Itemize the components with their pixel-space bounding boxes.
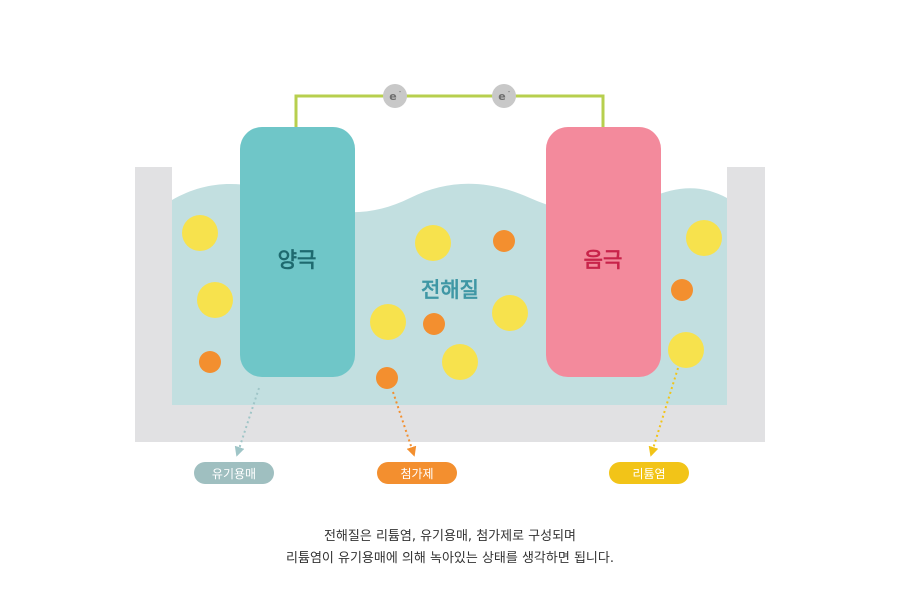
anode-label: 양극 <box>278 248 317 272</box>
additive-pointer-arrow <box>392 391 417 457</box>
container <box>135 167 765 442</box>
electron-label: e <box>389 90 396 103</box>
legend-additive-badge: 첨가제 <box>377 462 457 484</box>
diagram-caption: 전해질은 리튬염, 유기용매, 첨가제로 구성되며 리튬염이 유기용매에 의해 … <box>0 526 900 570</box>
anode-electrode: 양극 <box>240 127 355 377</box>
legend-salt-badge: 리튬염 <box>609 462 689 484</box>
salt-particle <box>415 225 451 261</box>
cathode-electrode: 음극 <box>546 127 661 377</box>
salt-particle <box>686 220 722 256</box>
legend-solvent-label: 유기용매 <box>212 467 256 481</box>
caption-line-1: 전해질은 리튬염, 유기용매, 첨가제로 구성되며 <box>323 529 577 544</box>
electrolyte-label: 전해질 <box>421 278 479 302</box>
solvent-pointer-arrow <box>234 387 260 457</box>
external-wire <box>294 94 605 130</box>
salt-particle <box>197 282 233 318</box>
electron-label: e <box>498 90 505 103</box>
additive-particle <box>199 351 221 373</box>
salt-particle <box>668 332 704 368</box>
salt-particle <box>492 295 528 331</box>
electron-charge: - <box>399 88 402 96</box>
electron-1: e - <box>383 84 407 108</box>
salt-particle <box>442 344 478 380</box>
additive-particle <box>671 279 693 301</box>
electron-charge: - <box>508 88 511 96</box>
additive-particle <box>493 230 515 252</box>
caption-line-2: 리튬염이 유기용매에 의해 녹아있는 상태를 생각하면 됩니다. <box>286 551 614 566</box>
legend-solvent-badge: 유기용매 <box>194 462 274 484</box>
cathode-label: 음극 <box>584 248 623 272</box>
salt-particle <box>182 215 218 251</box>
electron-2: e - <box>492 84 516 108</box>
legend-salt-label: 리튬염 <box>632 467 665 481</box>
additive-particle <box>423 313 445 335</box>
additive-particle <box>376 367 398 389</box>
legend-additive-label: 첨가제 <box>400 467 433 481</box>
salt-particle <box>370 304 406 340</box>
